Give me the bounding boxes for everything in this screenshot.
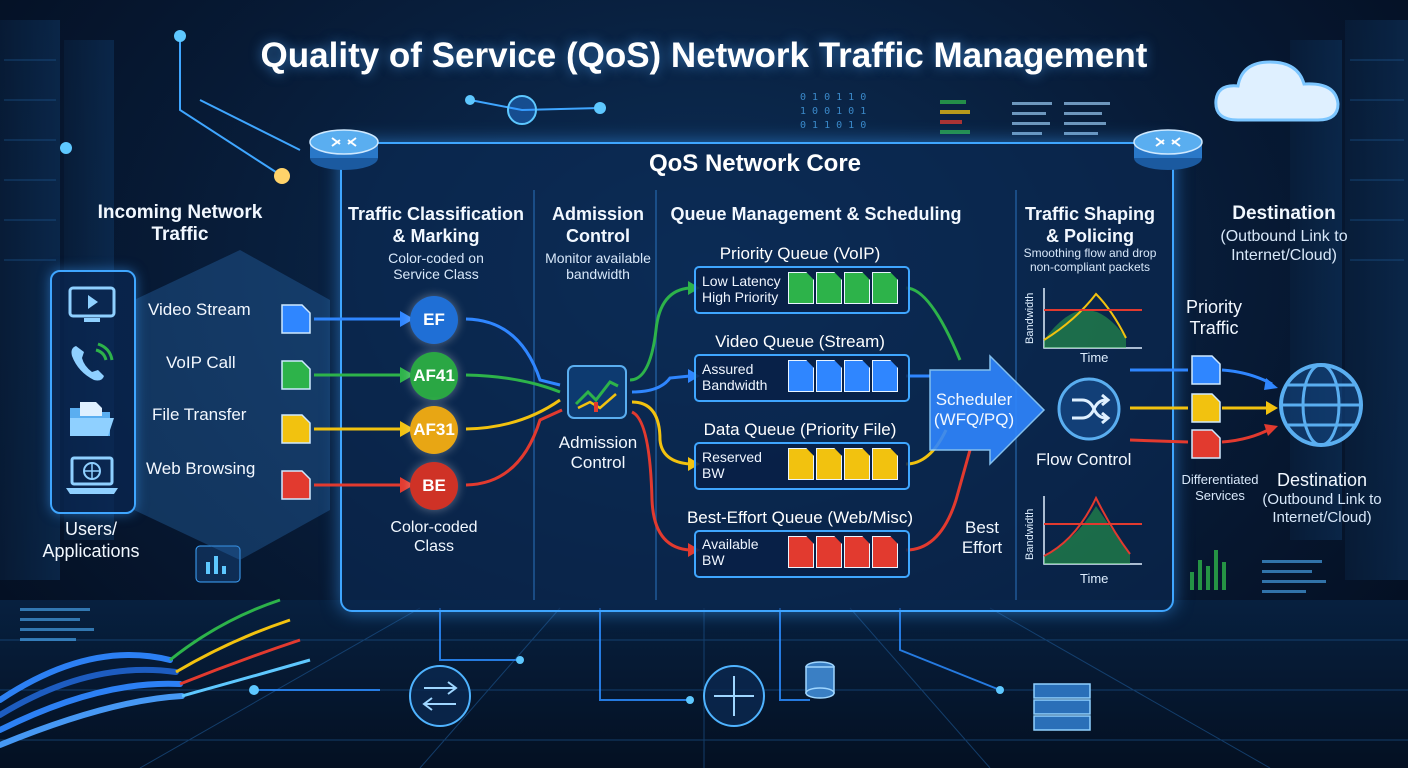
shaping-chart-top xyxy=(1043,288,1142,349)
queued-packet xyxy=(788,272,814,304)
scheduler-label: Scheduler (WFQ/PQ) xyxy=(933,390,1015,429)
incoming-header: Incoming Network Traffic xyxy=(97,202,263,245)
queue-line: High Priority xyxy=(702,289,779,305)
packet-icon xyxy=(281,360,311,390)
packet-icon xyxy=(281,304,311,334)
priority-traffic-label: Priority Traffic xyxy=(1185,297,1242,338)
queue-line: Bandwidth xyxy=(702,377,768,393)
classification-sub: Color-coded on Service Class xyxy=(388,250,484,282)
queue-line: Reserved xyxy=(702,449,762,465)
chart-ylabel: Bandwidth xyxy=(1024,292,1036,344)
classification-footer: Color-coded Class xyxy=(390,519,478,555)
best-effort-label: Best Effort xyxy=(961,518,1003,557)
cloud-icon xyxy=(1214,60,1340,122)
users-label: Users/ Applications xyxy=(42,519,140,561)
packet-icon xyxy=(281,414,311,444)
queued-packet xyxy=(844,272,870,304)
queue-title: Priority Queue (VoIP) xyxy=(719,244,881,263)
queue-line: Assured xyxy=(702,361,754,377)
queue-line: Available xyxy=(702,536,759,552)
incoming-item-label: Video Stream xyxy=(148,300,251,319)
chart-ylabel: Bandwidth xyxy=(1024,508,1036,560)
queued-packet xyxy=(872,272,898,304)
router-icon xyxy=(1133,129,1203,170)
admission-chart-icon xyxy=(567,365,627,419)
queued-packet xyxy=(816,536,842,568)
incoming-item-label: File Transfer xyxy=(152,405,247,424)
admission-header: Admission Control xyxy=(551,204,644,246)
svg-text:1 0 0 1 0 1: 1 0 0 1 0 1 xyxy=(800,106,866,117)
queue-line: Low Latency xyxy=(702,273,781,289)
class-badge-af41: AF41 xyxy=(410,352,458,400)
classification-header: Traffic Classification & Marking xyxy=(347,204,525,246)
svg-text:0 1 0 1 1 0: 0 1 0 1 1 0 xyxy=(800,92,866,103)
chart-xlabel: Time xyxy=(1080,571,1109,586)
incoming-item-label: Web Browsing xyxy=(146,459,256,478)
destination-label: Destination xyxy=(1276,470,1368,490)
core-title: QoS Network Core xyxy=(648,150,862,177)
queue-title: Data Queue (Priority File) xyxy=(703,420,897,439)
queue-title: Best-Effort Queue (Web/Misc) xyxy=(686,508,914,527)
phone-icon xyxy=(71,342,114,381)
svg-text:0 1 1 0 1 0: 0 1 1 0 1 0 xyxy=(800,120,866,131)
class-badge-ef: EF xyxy=(410,296,458,344)
destination-header: Destination xyxy=(1232,203,1336,224)
admission-sub: Monitor available bandwidth xyxy=(545,250,651,282)
globe-icon xyxy=(1279,363,1363,447)
incoming-item-label: VoIP Call xyxy=(166,353,236,372)
shuffle-icon xyxy=(1057,377,1121,441)
queued-packet xyxy=(844,360,870,392)
packet-icon xyxy=(1191,393,1221,423)
queued-packet xyxy=(872,360,898,392)
class-badge-af31: AF31 xyxy=(410,406,458,454)
queued-packet xyxy=(788,360,814,392)
queues-header: Queue Management & Scheduling xyxy=(670,204,962,224)
admission-label: Admission Control xyxy=(558,433,638,472)
shaping-chart-bottom xyxy=(1043,495,1142,565)
laptop-globe-icon xyxy=(66,456,118,494)
queued-packet xyxy=(816,272,842,304)
queued-packet xyxy=(872,448,898,480)
page-title: Quality of Service (QoS) Network Traffic… xyxy=(260,36,1148,75)
queue-line: BW xyxy=(702,552,725,568)
class-badge-be: BE xyxy=(410,462,458,510)
folder-icon xyxy=(70,402,114,436)
queued-packet xyxy=(788,448,814,480)
queued-packet xyxy=(844,536,870,568)
flow-control-label: Flow Control xyxy=(1036,450,1132,469)
shaping-header: Traffic Shaping & Policing xyxy=(1024,204,1156,246)
packet-icon xyxy=(1191,355,1221,385)
monitor-play-icon xyxy=(68,286,116,322)
queued-packet xyxy=(788,536,814,568)
packet-icon xyxy=(1191,429,1221,459)
queued-packet xyxy=(844,448,870,480)
queued-packet xyxy=(816,360,842,392)
users-panel xyxy=(50,270,136,514)
queue-title: Video Queue (Stream) xyxy=(715,332,885,351)
queue-line: BW xyxy=(702,465,725,481)
queued-packet xyxy=(816,448,842,480)
destination-sub: (Outbound Link to Internet/Cloud) xyxy=(1262,491,1382,526)
chart-xlabel: Time xyxy=(1080,350,1109,365)
router-icon xyxy=(309,129,379,170)
shaping-sub: Smoothing flow and drop non-compliant pa… xyxy=(1023,246,1157,274)
differentiated-label: Differentiated Services xyxy=(1181,472,1259,503)
packet-icon xyxy=(281,470,311,500)
queued-packet xyxy=(872,536,898,568)
destination-header-sub: (Outbound Link to Internet/Cloud) xyxy=(1220,228,1348,264)
